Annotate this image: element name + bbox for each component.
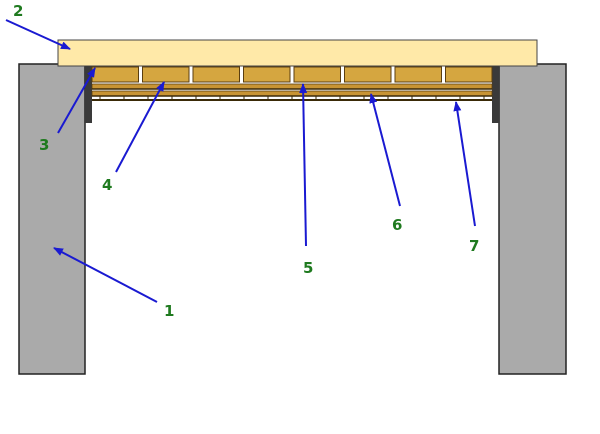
callout-label-1: 1: [164, 302, 174, 320]
right-column: [498, 63, 567, 375]
filler-block: [293, 66, 341, 83]
callout-label-2: 2: [13, 2, 23, 20]
callout-arrow-4: [115, 81, 165, 173]
callout-label-3: 3: [39, 136, 49, 154]
callout-arrow-1: [53, 247, 158, 303]
callout-label-4: 4: [102, 176, 112, 194]
callout-arrow-5: [299, 83, 308, 247]
callout-label-5: 5: [303, 259, 313, 277]
filler-block: [445, 66, 493, 83]
left-column: [18, 63, 86, 375]
filler-block: [91, 66, 139, 83]
filler-block: [243, 66, 291, 83]
filler-block-row: [91, 66, 493, 83]
callout-arrow-6: [369, 93, 401, 207]
filler-block: [142, 66, 190, 83]
filler-block: [394, 66, 442, 83]
callout-arrow-3: [57, 67, 96, 134]
callout-arrow-2: [5, 19, 71, 50]
top-slab: [57, 39, 538, 67]
joist-ticks: [99, 96, 485, 100]
filler-block: [192, 66, 240, 83]
left-support-bracket: [85, 66, 92, 123]
right-support-bracket: [492, 66, 499, 123]
callout-label-6: 6: [392, 216, 402, 234]
callout-label-7: 7: [469, 237, 479, 255]
callout-arrow-7: [453, 101, 476, 227]
filler-block: [344, 66, 392, 83]
